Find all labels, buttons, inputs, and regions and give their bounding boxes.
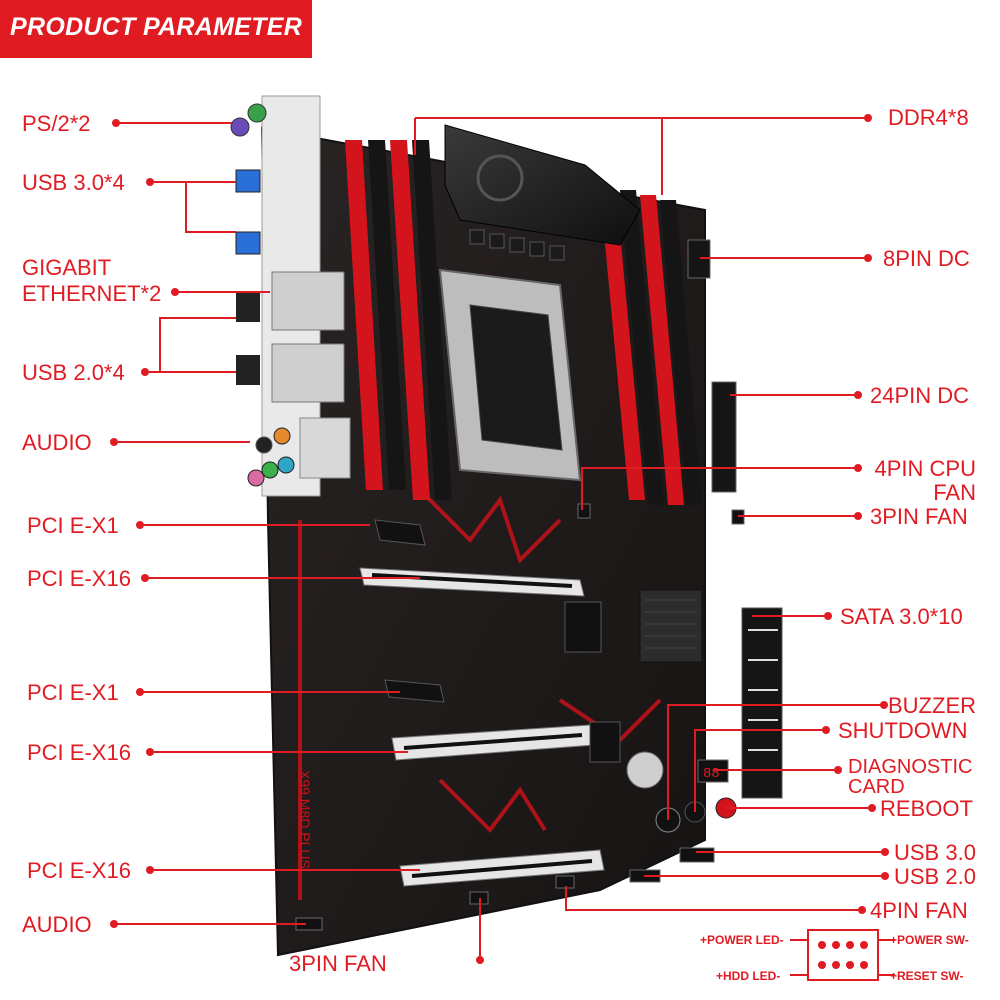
title-banner: PRODUCT PARAMETER xyxy=(0,0,312,58)
label-audio-front: AUDIO xyxy=(22,912,92,937)
label-power-led: +POWER LED- xyxy=(700,933,784,947)
label-pcie-x16-mid: PCI E-X16 xyxy=(27,740,131,765)
ps2-green-port xyxy=(247,103,267,123)
heatsink-fan-grill xyxy=(476,154,524,202)
ps2-purple-port xyxy=(230,117,250,137)
label-power-sw: +POWER SW- xyxy=(890,933,969,947)
pcie-x16-bottom-slot xyxy=(399,849,605,887)
audio-jack-orange xyxy=(273,427,291,445)
24pin-connector xyxy=(711,381,737,493)
usb20-port-a xyxy=(236,292,260,322)
m2-slot-top xyxy=(564,601,602,653)
cpu-fan-header xyxy=(577,503,591,519)
board-model-mark: X99 M8D PLUS xyxy=(297,770,313,869)
label-pcie-x1-top: PCI E-X1 xyxy=(27,513,119,538)
label-3pin-fan-bottom: 3PIN FAN xyxy=(289,951,387,976)
banner-title: PRODUCT PARAMETER xyxy=(10,13,303,41)
usb30-port-a xyxy=(235,169,261,193)
label-diagnostic-line2: CARD xyxy=(848,776,905,798)
leader-lines-left xyxy=(114,122,481,960)
usb30-front-header xyxy=(679,847,715,863)
leader-dots-right xyxy=(822,114,889,914)
label-24pin-dc: 24PIN DC xyxy=(870,383,970,408)
label-reboot: REBOOT xyxy=(880,796,973,821)
audio-jack-pink xyxy=(247,469,265,487)
label-buzzer: BUZZER xyxy=(888,693,976,718)
label-audio-rear: AUDIO xyxy=(22,430,92,455)
label-3pin-fan-right: 3PIN FAN xyxy=(870,504,968,529)
pcie-x1-top-slot xyxy=(374,519,426,546)
label-hdd-led: +HDD LED- xyxy=(716,969,781,983)
vrm-heatsink xyxy=(444,124,641,246)
usb20-port-b xyxy=(236,355,260,385)
chipset-heatsink xyxy=(639,589,703,663)
dimm-slots-left xyxy=(345,140,452,500)
audio-jack-green xyxy=(261,461,279,479)
label-shutdown: SHUTDOWN xyxy=(838,718,968,743)
audio-panel xyxy=(299,417,351,479)
label-pcie-x16-bottom: PCI E-X16 xyxy=(27,858,131,883)
cmos-battery xyxy=(626,751,664,789)
label-usb20-front: USB 2.0 xyxy=(894,864,976,889)
sata-connectors xyxy=(741,607,783,799)
front-panel-diagram xyxy=(790,929,895,981)
chipset-fins xyxy=(645,599,697,649)
label-cpu-fan-line1: 4PIN CPU xyxy=(874,456,976,481)
usb30-port-b xyxy=(235,231,261,255)
label-ps2: PS/2*2 xyxy=(22,111,91,136)
label-gigabit-line1: GIGABIT xyxy=(22,255,112,280)
label-sata: SATA 3.0*10 xyxy=(840,604,963,629)
leader-lines-right xyxy=(414,117,885,911)
leader-dots-left xyxy=(110,119,484,964)
label-diagnostic-line1: DIAGNOSTIC xyxy=(848,756,973,778)
audio-jack-black xyxy=(255,436,273,454)
dimm-slots-right xyxy=(600,190,702,505)
label-usb20: USB 2.0*4 xyxy=(22,360,125,385)
label-reset-sw: +RESET SW- xyxy=(890,969,964,983)
audio-jack-blue xyxy=(277,456,295,474)
label-ddr4: DDR4*8 xyxy=(888,105,969,130)
ethernet-port-a xyxy=(271,271,345,331)
diagnostic-digits: 88 xyxy=(703,766,720,782)
label-usb30: USB 3.0*4 xyxy=(22,170,125,195)
label-usb30-front: USB 3.0 xyxy=(894,840,976,865)
vrm-chokes xyxy=(469,229,565,261)
pcie-x16-top-slot xyxy=(359,567,585,597)
ethernet-port-b xyxy=(271,343,345,403)
m2-slot-bottom xyxy=(589,721,621,763)
label-gigabit-line2: ETHERNET*2 xyxy=(22,281,162,306)
label-pcie-x1-mid: PCI E-X1 xyxy=(27,680,119,705)
label-pcie-x16-top: PCI E-X16 xyxy=(27,566,131,591)
cpu-socket-cover xyxy=(469,304,563,451)
label-8pin-dc: 8PIN DC xyxy=(883,246,970,271)
label-4pin-fan: 4PIN FAN xyxy=(870,898,968,923)
sata-ports-lines xyxy=(748,629,778,751)
label-cpu-fan-line2: FAN xyxy=(933,480,976,505)
